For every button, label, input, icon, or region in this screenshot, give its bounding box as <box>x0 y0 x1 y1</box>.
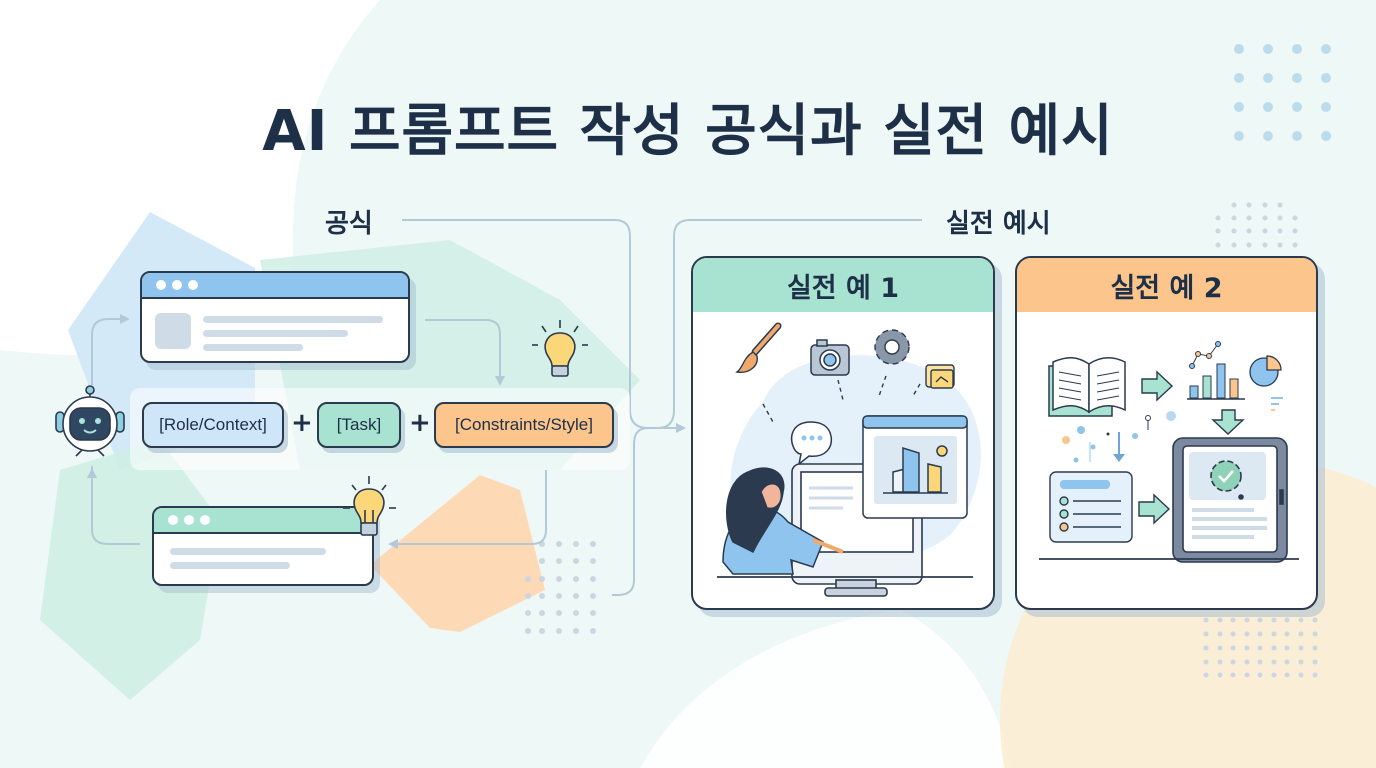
window-title-bar <box>142 273 408 299</box>
building-image-icon <box>862 415 968 519</box>
plus-operator: + <box>409 408 431 438</box>
checklist-icon <box>1049 471 1133 543</box>
data-to-report-illustration <box>1039 341 1299 563</box>
example-card-1: 실전 예 1 <box>691 256 995 610</box>
browser-window-icon <box>140 271 410 363</box>
paintbrush-icon <box>735 322 782 373</box>
examples-section-label: 실전 예시 <box>946 209 1051 239</box>
window-title-bar <box>154 508 372 534</box>
tablet-check-icon <box>1172 437 1288 563</box>
pie-chart-icon <box>1249 355 1282 387</box>
example-card-title: 실전 예 1 <box>693 258 993 312</box>
person-icon <box>722 467 844 575</box>
formula-part-constraints-style: [Constraints/Style] <box>434 402 614 448</box>
formula-part-task: [Task] <box>317 402 401 448</box>
arrow-icon <box>1211 409 1245 435</box>
lightbulb-icon <box>343 476 396 536</box>
person-at-computer-illustration <box>717 322 981 597</box>
lightbulb-icon <box>532 320 588 377</box>
image-folder-icon <box>925 364 955 389</box>
arrow-icon <box>1138 493 1171 525</box>
image-placeholder <box>155 313 191 349</box>
example-card-2: 실전 예 2 <box>1015 256 1318 610</box>
example-card-title: 실전 예 2 <box>1017 258 1316 312</box>
formula-part-role-context: [Role/Context] <box>142 402 284 448</box>
arrow-icon <box>1141 370 1174 402</box>
bar-chart-icon <box>1187 341 1245 400</box>
open-book-icon <box>1048 357 1126 417</box>
plus-operator: + <box>291 408 313 438</box>
gear-icon <box>874 329 910 365</box>
page-title: AI 프롬프트 작성 공식과 실전 예시 <box>262 99 1114 164</box>
formula-section-label: 공식 <box>325 209 373 239</box>
camera-icon <box>810 339 850 376</box>
browser-window-icon <box>152 506 374 586</box>
